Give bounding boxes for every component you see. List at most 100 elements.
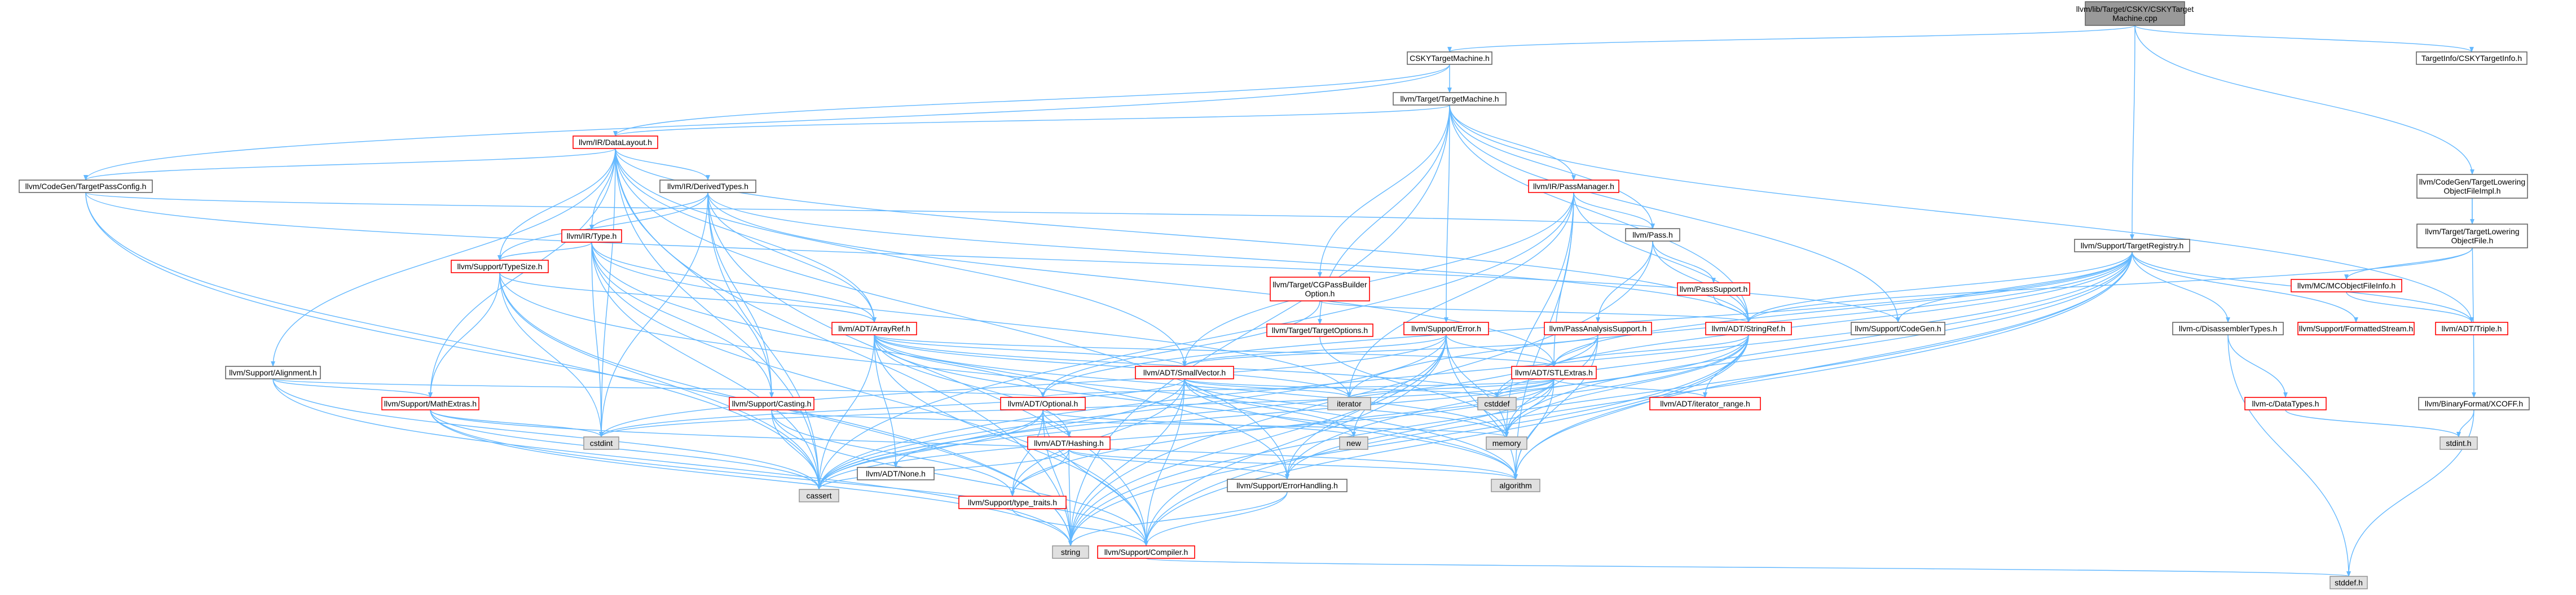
node-tpc[interactable]: llvm/CodeGen/TargetPassConfig.h (19, 180, 153, 193)
edge-smallvector-to-cassert (817, 378, 1185, 490)
edge-compiler-to-stddefh (1146, 558, 2350, 577)
edge-smallvector-to-new (1184, 378, 1356, 438)
node-tlof[interactable]: llvm/CodeGen/TargetLoweringObjectFileImp… (2416, 174, 2528, 199)
edge-error-to-smallvector (1182, 334, 1447, 367)
edge-root-to-registry (2130, 25, 2135, 240)
node-stringref[interactable]: llvm/ADT/StringRef.h (1705, 322, 1792, 335)
node-error-label: llvm/Support/Error.h (1411, 324, 1481, 333)
node-stringref-label: llvm/ADT/StringRef.h (1712, 324, 1786, 333)
node-fstream[interactable]: llvm/Support/FormattedStream.h (2297, 322, 2415, 335)
edge-stlextras-to-cstddef (1495, 378, 1555, 398)
node-error[interactable]: llvm/Support/Error.h (1403, 322, 1489, 335)
node-type[interactable]: llvm/IR/Type.h (561, 229, 622, 243)
edge-optional-to-cassert (817, 409, 1043, 490)
node-typesize-box (451, 260, 549, 273)
node-mcobj-label: llvm/MC/MCObjectFileInfo.h (2297, 281, 2396, 290)
node-passsupport-box (1677, 282, 1750, 296)
edge-derived-to-stringref (707, 192, 1751, 323)
node-triple[interactable]: llvm/ADT/Triple.h (2435, 322, 2508, 335)
node-smallvector-box (1135, 366, 1234, 379)
node-pas-box (1544, 322, 1652, 335)
edge-targetopts-to-memory (1319, 336, 1509, 438)
node-optional[interactable]: llvm/ADT/Optional.h (1000, 397, 1086, 410)
edge-derived-to-cstdint (599, 192, 708, 438)
node-codegen[interactable]: llvm/Support/CodeGen.h (1851, 322, 1945, 335)
node-passsupport[interactable]: llvm/PassSupport.h (1677, 282, 1750, 296)
node-compiler-box (1097, 545, 1195, 559)
node-casting[interactable]: llvm/Support/Casting.h (729, 397, 814, 410)
edge-registry-to-compiler (1144, 251, 2133, 546)
node-arrayref[interactable]: llvm/ADT/ArrayRef.h (831, 322, 917, 335)
edge-datalayout-to-cassert (615, 148, 821, 490)
node-datatypes-label: llvm-c/DataTypes.h (2252, 399, 2319, 408)
node-tm[interactable]: llvm/Target/TargetMachine.h (1393, 92, 1507, 106)
edge-registry-to-stlextras (1552, 251, 2133, 367)
node-stlextras[interactable]: llvm/ADT/STLExtras.h (1511, 366, 1597, 379)
edge-casting-to-typetraits (771, 409, 1015, 497)
edge-typesize-to-cassert (499, 272, 821, 490)
node-tpc-box (19, 180, 153, 193)
node-cskytm[interactable]: CSKYTargetMachine.h (1407, 51, 1492, 65)
node-disasm[interactable]: llvm-c/DisassemblerTypes.h (2172, 322, 2284, 335)
node-alignment[interactable]: llvm/Support/Alignment.h (225, 366, 321, 379)
edge-type-to-compiler (591, 242, 1148, 546)
edge-passmgr-to-iterator (1347, 192, 1574, 398)
node-triple-label: llvm/ADT/Triple.h (2442, 324, 2502, 333)
node-hashing[interactable]: llvm/ADT/Hashing.h (1027, 436, 1111, 450)
node-tpc-label: llvm/CodeGen/TargetPassConfig.h (25, 182, 147, 191)
edge-arrayref-to-none (874, 334, 898, 468)
node-root[interactable]: llvm/lib/Target/CSKY/CSKYTargetMachine.c… (2076, 1, 2194, 26)
edge-errhandling-to-string (1068, 491, 1288, 546)
edge-derived-to-typesize (497, 192, 708, 261)
node-itrange[interactable]: llvm/ADT/iterator_range.h (1649, 397, 1761, 410)
edge-smallvector-to-iterator (1184, 378, 1351, 398)
node-none[interactable]: llvm/ADT/None.h (857, 467, 935, 480)
edge-typesize-to-arrayref (499, 272, 877, 323)
node-datatypes[interactable]: llvm-c/DataTypes.h (2244, 397, 2327, 410)
node-pass[interactable]: llvm/Pass.h (1625, 228, 1680, 242)
node-targetopts[interactable]: llvm/Target/TargetOptions.h (1266, 323, 1373, 337)
node-typetraits[interactable]: llvm/Support/type_traits.h (958, 496, 1067, 509)
node-registry[interactable]: llvm/Support/TargetRegistry.h (2074, 239, 2190, 252)
edge-datalayout-to-alignment (271, 148, 616, 367)
edge-mathextras-to-cstdint (430, 409, 604, 438)
node-registry-label: llvm/Support/TargetRegistry.h (2081, 241, 2184, 250)
edge-alignment-to-string (272, 378, 1073, 546)
edge-typesize-to-mathextras (428, 272, 500, 398)
node-pas[interactable]: llvm/PassAnalysisSupport.h (1544, 322, 1652, 335)
node-stdinth: stdint.h (2440, 436, 2478, 450)
node-iterator-label: iterator (1337, 399, 1362, 408)
edge-stringref-to-cassert (817, 334, 1749, 490)
node-cassert-label: cassert (806, 491, 831, 500)
node-datalayout-label: llvm/IR/DataLayout.h (579, 138, 652, 147)
node-xcoff[interactable]: llvm/BinaryFormat/XCOFF.h (2418, 397, 2530, 410)
node-algorithm: algorithm (1491, 479, 1540, 492)
edge-tm-to-stringref (1449, 104, 1751, 323)
node-ttlof-label: llvm/Target/TargetLowering (2425, 227, 2519, 236)
edge-datatypes-to-stdinth (2285, 409, 2461, 438)
node-smallvector[interactable]: llvm/ADT/SmallVector.h (1135, 366, 1234, 379)
edge-passmgr-to-cassert (817, 192, 1574, 490)
node-targetinfo-label: TargetInfo/CSKYTargetInfo.h (2421, 54, 2522, 63)
node-alignment-box (225, 366, 321, 379)
node-mcobj[interactable]: llvm/MC/MCObjectFileInfo.h (2291, 279, 2402, 292)
node-derived[interactable]: llvm/IR/DerivedTypes.h (659, 180, 756, 193)
node-typesize[interactable]: llvm/Support/TypeSize.h (451, 260, 549, 273)
node-mathextras[interactable]: llvm/Support/MathExtras.h (381, 397, 479, 410)
node-targetinfo[interactable]: TargetInfo/CSKYTargetInfo.h (2416, 51, 2527, 65)
node-datalayout[interactable]: llvm/IR/DataLayout.h (573, 135, 658, 149)
edge-smallvector-to-compiler (1144, 378, 1185, 546)
node-smallvector-label: llvm/ADT/SmallVector.h (1143, 368, 1226, 377)
node-errhandling[interactable]: llvm/Support/ErrorHandling.h (1227, 479, 1348, 492)
edge-datalayout-to-arrayref (615, 148, 877, 323)
edge-passmgr-to-memory (1504, 192, 1574, 438)
edge-xcoff-to-stdinth (2456, 409, 2474, 438)
node-passmgr[interactable]: llvm/IR/PassManager.h (1528, 180, 1619, 193)
node-ttlof-box (2416, 224, 2528, 248)
node-algorithm-label: algorithm (1499, 481, 1532, 490)
node-stlextras-label: llvm/ADT/STLExtras.h (1515, 368, 1593, 377)
node-compiler[interactable]: llvm/Support/Compiler.h (1097, 545, 1195, 559)
edge-registry-to-errhandling (1285, 251, 2133, 480)
